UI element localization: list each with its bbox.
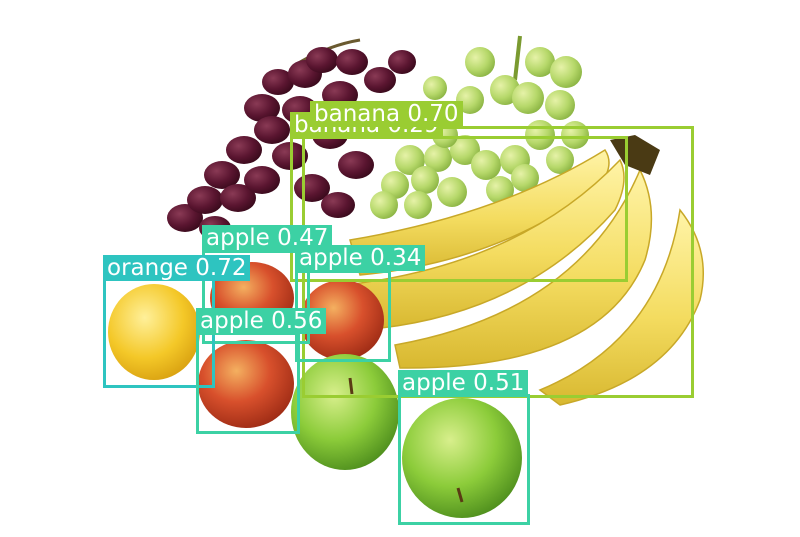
- bbox-apple-047: [202, 250, 310, 344]
- bbox-apple-051: [398, 394, 530, 525]
- label-apple-051: apple 0.51: [398, 370, 529, 396]
- label-apple-034: apple 0.34: [295, 245, 426, 271]
- green-apples: [291, 354, 522, 518]
- lemon: [108, 284, 200, 380]
- bbox-apple-056: [196, 332, 300, 434]
- green-grapes: [370, 35, 589, 219]
- label-banana-070: banana 0.70: [310, 101, 463, 127]
- label-orange-072: orange 0.72: [103, 255, 251, 281]
- label-apple-056: apple 0.56: [196, 308, 327, 334]
- bananas: [343, 135, 704, 406]
- bbox-banana-029: [290, 136, 628, 282]
